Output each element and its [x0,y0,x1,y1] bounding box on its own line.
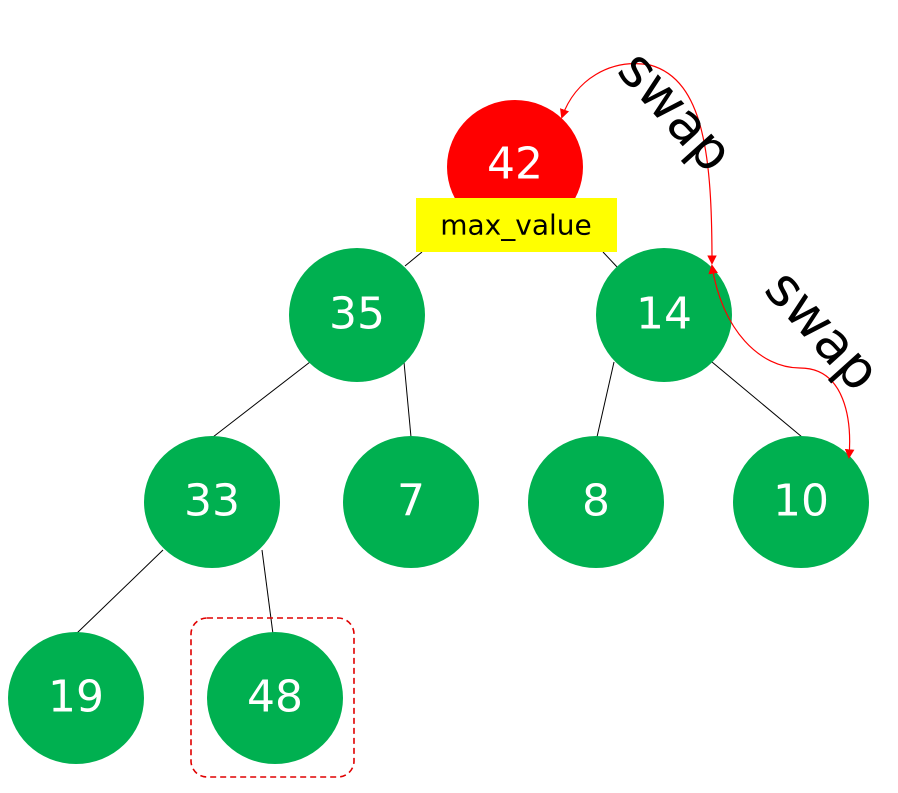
swap-label-2: swap [753,257,893,403]
highlight-box-48 [190,617,355,778]
node-14-circle [596,248,732,382]
node-35-value: 35 [329,289,385,340]
node-35-circle [289,248,425,382]
swap-arrow-14-10 [708,264,855,459]
edge-35-7 [403,361,412,438]
node-8-value: 8 [582,476,610,527]
node-48: 48 [207,632,343,764]
swap-arrows [560,63,855,459]
max-value-label: max_value [416,198,617,252]
node-10: 10 [733,436,869,568]
node-10-circle [733,436,869,568]
node-8-circle [528,436,664,568]
edge-42-35 [404,251,423,267]
node-10-value: 10 [773,476,829,527]
node-33-value: 33 [184,476,240,527]
edge-33-19 [75,549,164,635]
node-19: 19 [8,632,144,764]
node-33: 33 [144,436,280,568]
edge-35-33 [212,361,311,438]
node-14: 14 [596,248,732,382]
node-14-value: 14 [636,289,692,340]
node-8: 8 [528,436,664,568]
node-7-value: 7 [397,476,425,527]
swap-label-1: swap [606,38,746,184]
node-48-value: 48 [247,672,303,723]
swap-arrow-root-14 [560,63,717,265]
edge-33-48 [261,549,274,635]
node-19-value: 19 [48,672,104,723]
node-7: 7 [343,436,479,568]
node-48-circle [207,632,343,764]
max-value-label-text: max_value [440,209,591,242]
edge-14-8 [596,361,615,438]
edge-14-10 [711,361,803,438]
root-node-value: 42 [487,139,543,190]
node-35: 35 [289,248,425,382]
node-19-circle [8,632,144,764]
node-7-circle [343,436,479,568]
edge-42-14 [602,251,619,269]
node-33-circle [144,436,280,568]
